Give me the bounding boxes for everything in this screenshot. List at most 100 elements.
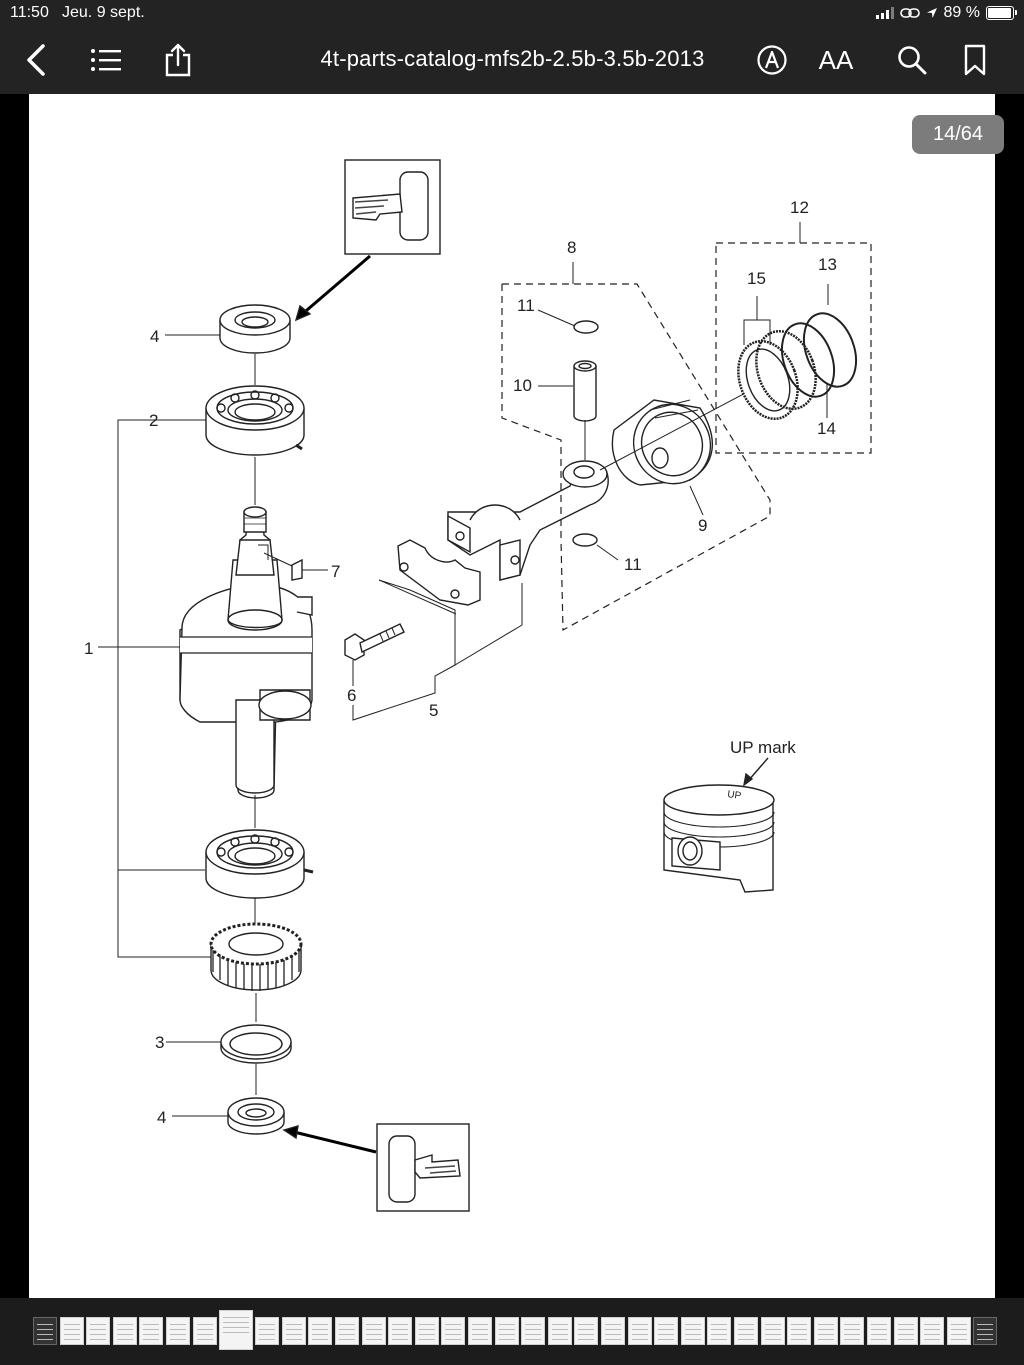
callout-15: 15 — [747, 269, 766, 288]
text-size-button[interactable]: AA — [814, 38, 858, 82]
battery-icon — [986, 6, 1017, 20]
callout-12: 12 — [790, 198, 809, 217]
page-counter: 14/64 — [912, 115, 1004, 154]
callout-6: 6 — [347, 686, 356, 705]
markup-icon — [757, 45, 787, 75]
exploded-parts-diagram: UP 4 2 1 7 6 5 3 4 8 11 10 9 11 12 13 15… — [84, 159, 872, 1212]
page-thumbnail[interactable] — [893, 1317, 918, 1345]
page-thumbnail[interactable] — [166, 1317, 190, 1345]
page-thumbnail[interactable] — [139, 1317, 164, 1345]
callout-10: 10 — [513, 376, 532, 395]
search-button[interactable] — [890, 38, 934, 82]
status-bar: 11:50 Jeu. 9 sept. 89 % — [0, 0, 1024, 28]
page-thumbnail[interactable] — [33, 1317, 57, 1345]
page-thumbnail[interactable] — [946, 1317, 971, 1345]
page-thumbnail[interactable] — [574, 1317, 599, 1345]
callout-11-top: 11 — [517, 296, 535, 315]
page-thumbnail[interactable] — [255, 1317, 280, 1345]
search-icon — [898, 46, 927, 75]
page-thumbnail[interactable] — [335, 1317, 359, 1345]
callout-13: 13 — [818, 255, 837, 274]
page-thumbnail[interactable] — [547, 1317, 572, 1345]
part-ball-bearing-bottom — [205, 829, 314, 899]
toolbar: 4t-parts-catalog-mfs2b-2.5b-3.5b-2013 AA — [0, 28, 1024, 94]
page-thumbnail[interactable] — [920, 1317, 945, 1345]
up-mark-label: UP mark — [730, 738, 796, 757]
outline-button[interactable] — [84, 38, 128, 82]
page-thumbnail[interactable] — [281, 1317, 306, 1345]
document-page[interactable]: UP 4 2 1 7 6 5 3 4 8 11 10 9 11 12 13 15… — [29, 94, 995, 1298]
callout-7: 7 — [331, 562, 340, 581]
part-woodruff-key — [263, 552, 303, 581]
page-thumbnail[interactable] — [414, 1317, 439, 1345]
part-clip-top — [537, 309, 599, 334]
page-thumbnail[interactable] — [59, 1317, 84, 1345]
location-icon — [926, 8, 937, 18]
part-piston — [611, 399, 714, 486]
page-thumbnail[interactable] — [840, 1317, 865, 1345]
callout-5: 5 — [429, 701, 438, 720]
page-thumbnail[interactable] — [867, 1317, 891, 1345]
back-button[interactable] — [15, 38, 59, 82]
status-time: 11:50 — [10, 4, 49, 21]
inset-top-detail — [344, 159, 441, 255]
piston-up-text: UP — [727, 789, 743, 802]
page-thumbnail[interactable] — [707, 1317, 732, 1345]
callout-1: 1 — [84, 639, 93, 658]
callout-4-bottom: 4 — [157, 1108, 166, 1127]
page-thumbnail[interactable] — [468, 1317, 492, 1345]
thumbnail-strip[interactable] — [0, 1298, 1024, 1365]
callout-11-bottom: 11 — [624, 555, 642, 574]
page-thumbnail[interactable] — [192, 1317, 217, 1345]
page-thumbnail[interactable] — [734, 1317, 758, 1345]
page-thumbnail[interactable] — [973, 1317, 998, 1345]
list-icon — [91, 49, 121, 71]
part-oil-seal-top — [219, 304, 291, 354]
page-thumbnail[interactable] — [361, 1317, 386, 1345]
page-thumbnail[interactable] — [654, 1317, 679, 1345]
up-mark-piston: UP — [663, 784, 775, 893]
status-right: 89 % — [875, 4, 1017, 22]
bookmark-icon — [964, 44, 986, 76]
part-clip-bottom — [572, 533, 619, 561]
part-crank-gear — [209, 922, 303, 991]
callout-4-top: 4 — [150, 327, 159, 346]
text-size-icon: AA — [818, 44, 854, 75]
page-thumbnail[interactable] — [86, 1317, 111, 1345]
callout-3: 3 — [155, 1033, 164, 1052]
page-thumbnail[interactable] — [494, 1317, 519, 1345]
signal-icon — [875, 7, 894, 19]
callout-2: 2 — [149, 411, 158, 430]
document-title: 4t-parts-catalog-mfs2b-2.5b-3.5b-2013 — [320, 46, 705, 71]
page-thumbnail[interactable] — [760, 1317, 785, 1345]
bookmark-button[interactable] — [953, 38, 997, 82]
inset-bottom-detail — [376, 1123, 470, 1212]
callout-9: 9 — [698, 516, 707, 535]
page-thumbnail[interactable] — [308, 1317, 333, 1345]
part-ball-bearing-top — [205, 385, 305, 456]
part-crankshaft — [179, 506, 313, 799]
page-thumbnail[interactable] — [112, 1317, 137, 1345]
page-thumbnail[interactable] — [219, 1310, 254, 1350]
markup-button[interactable] — [750, 38, 794, 82]
part-rod-cap — [397, 539, 481, 606]
part-rod-bolt — [344, 623, 405, 661]
page-thumbnail[interactable] — [813, 1317, 838, 1345]
callout-14: 14 — [817, 419, 836, 438]
page-thumbnail[interactable] — [388, 1317, 413, 1345]
part-piston-rings — [737, 312, 858, 421]
page-thumbnail[interactable] — [521, 1317, 546, 1345]
page-thumbnail[interactable] — [787, 1317, 812, 1345]
page-thumbnail[interactable] — [627, 1317, 652, 1345]
callout-8: 8 — [567, 238, 576, 257]
status-date: Jeu. 9 sept. — [62, 4, 145, 21]
part-piston-pin — [538, 360, 597, 422]
share-icon — [165, 43, 191, 77]
page-thumbnail[interactable] — [441, 1317, 466, 1345]
page-thumbnail[interactable] — [680, 1317, 705, 1345]
battery-percent: 89 % — [943, 4, 980, 21]
page-thumbnail[interactable] — [601, 1317, 625, 1345]
share-button[interactable] — [156, 38, 200, 82]
part-oil-seal-bottom — [227, 1097, 285, 1135]
part-connecting-rod — [447, 460, 609, 581]
